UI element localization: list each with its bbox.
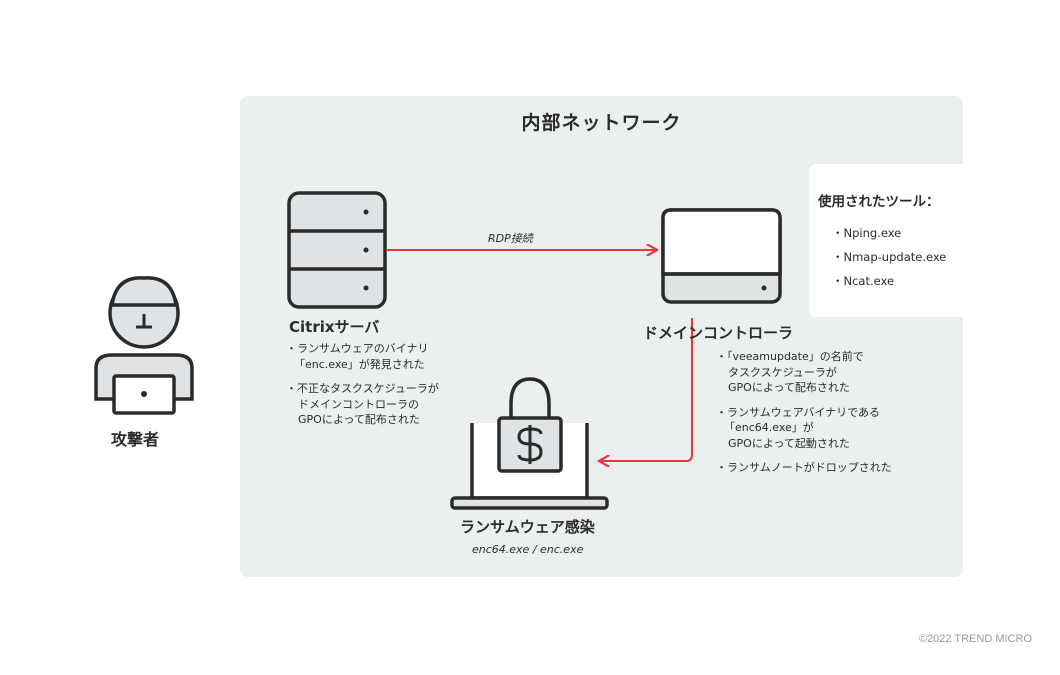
ransomware-laptop-icon bbox=[450, 377, 609, 510]
domain-controller-label: ドメインコントローラ bbox=[643, 324, 794, 342]
tools-list: ・Nping.exe ・Nmap-update.exe ・Ncat.exe bbox=[832, 221, 946, 293]
copyright: ©2022 TREND MICRO bbox=[918, 633, 1032, 645]
note-line: ・ランサムウェアのバイナリ bbox=[286, 342, 429, 355]
dc-note-1: ・「veeamupdate」の名前で タスクスケジューラが GPOによって配布さ… bbox=[716, 349, 892, 396]
citrix-note-2: ・不正なタスクスケジューラが ドメインコントローラの GPOによって配布された bbox=[286, 381, 439, 428]
note-line: GPOによって起動された bbox=[728, 436, 850, 450]
tool-item: ・Nmap-update.exe bbox=[832, 250, 947, 264]
tools-title: 使用されたツール： bbox=[818, 194, 940, 210]
citrix-server-label: Citrixサーバ bbox=[289, 318, 380, 336]
rdp-connection-label: RDP接続 bbox=[488, 232, 533, 245]
tool-item: ・Ncat.exe bbox=[832, 274, 895, 288]
note-line: ・ランサムウェアバイナリである bbox=[716, 405, 881, 419]
attacker-label: 攻撃者 bbox=[111, 430, 160, 449]
note-line: 「enc64.exe」が bbox=[724, 421, 814, 434]
note-line: GPOによって配布された bbox=[728, 381, 850, 394]
ransomware-files: enc64.exe / enc.exe bbox=[472, 543, 584, 556]
monitor-icon bbox=[661, 208, 782, 304]
citrix-note-1: ・ランサムウェアのバイナリ 「enc.exe」が発見された bbox=[286, 341, 439, 372]
note-line: ・ランサムノートがドロップされた bbox=[716, 461, 892, 474]
dc-note-3: ・ランサムノートがドロップされた bbox=[716, 460, 892, 476]
note-line: GPOによって配布された bbox=[298, 413, 420, 426]
ransomware-infection-label: ランサムウェア感染 bbox=[460, 518, 595, 536]
dollar-icon bbox=[517, 425, 543, 464]
note-line: ドメインコントローラの bbox=[298, 397, 419, 411]
note-line: タスクスケジューラが bbox=[728, 365, 837, 379]
dc-note-2: ・ランサムウェアバイナリである 「enc64.exe」が GPOによって起動され… bbox=[716, 405, 892, 452]
note-line: 「enc.exe」が発見された bbox=[294, 357, 425, 371]
tools-box bbox=[809, 164, 971, 317]
note-line: ・不正なタスクスケジューラが bbox=[286, 382, 439, 395]
server-icon bbox=[287, 191, 387, 309]
tool-item: ・Nping.exe bbox=[832, 226, 902, 240]
infection-arrow bbox=[600, 318, 693, 461]
domain-controller-notes: ・「veeamupdate」の名前で タスクスケジューラが GPOによって配布さ… bbox=[716, 349, 892, 485]
network-title: 内部ネットワーク bbox=[521, 112, 682, 134]
citrix-notes: ・ランサムウェアのバイナリ 「enc.exe」が発見された ・不正なタスクスケジ… bbox=[286, 341, 439, 437]
attacker-icon bbox=[94, 276, 194, 415]
note-line: ・「veeamupdate」の名前で bbox=[716, 350, 864, 363]
